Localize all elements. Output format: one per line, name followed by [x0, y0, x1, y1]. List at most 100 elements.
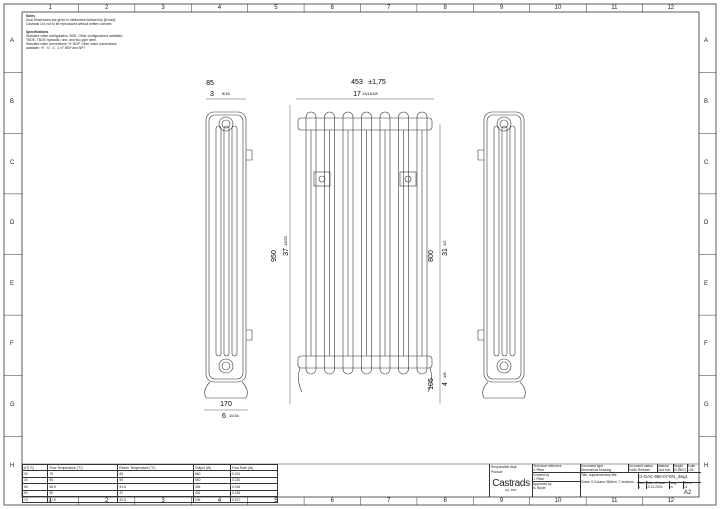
table-cell: 75 [47, 470, 119, 478]
column-label: 3 [161, 5, 165, 11]
lang: en [669, 485, 673, 489]
specs-title: Specifications [26, 30, 49, 34]
column-label: 9 [499, 5, 504, 11]
specs-line: available: ½", ¾", 1", 1-½" BSP and NPT [26, 46, 86, 50]
doc-status: Public Release [628, 468, 650, 472]
paper-size: A2 [684, 490, 692, 496]
rev: A [638, 485, 641, 489]
material: Cast Iron [657, 468, 671, 472]
table-cell: 65 [47, 476, 119, 485]
radiator-section [398, 111, 409, 375]
weight-label: Weight [673, 464, 684, 468]
date: 10.12.2023 [646, 485, 663, 489]
specs-line: Standard valve configuration: BOE. Other… [26, 34, 123, 38]
table-cell: 294 [192, 495, 232, 504]
weight: 33.26KG [673, 468, 687, 472]
column-label: 5 [274, 5, 278, 11]
radiator-section [416, 111, 428, 375]
table-cell: 354 [192, 483, 232, 491]
row-label: A [704, 38, 709, 45]
notes-line: Castrads Ltd, not to be reproduced witho… [26, 22, 112, 26]
row-label: C [10, 159, 15, 166]
column-label: 6 [330, 5, 334, 11]
row-label: H [704, 462, 709, 469]
doc-type-label: Document type [581, 464, 604, 468]
radiator-section [305, 111, 317, 375]
side-view-right [477, 111, 526, 399]
responsible-dept: Product [491, 470, 503, 474]
base-mm: 170 [220, 401, 232, 408]
row-label: F [10, 341, 14, 348]
created-by-label: Created by [533, 473, 550, 477]
row-label: G [10, 402, 15, 409]
table-cell: 47.5 [47, 495, 119, 504]
row-label: B [10, 98, 15, 105]
title-block: Responsible dept. Product Castrads Est. … [489, 464, 701, 497]
column-label: 2 [104, 5, 109, 11]
width-mm: 453 [351, 79, 363, 86]
front-view [297, 111, 433, 393]
width-tol: ±1,75 [368, 79, 386, 86]
row-label: F [704, 341, 708, 348]
column-label: 11 [611, 5, 618, 11]
table-header: Flow Temperature (°C) [47, 463, 119, 472]
row-label: D [704, 220, 709, 227]
column-label: 8 [443, 5, 447, 11]
lang-label: Lang. [669, 481, 678, 485]
centres-mm: 800 [428, 250, 435, 262]
title-label: Title, supplementary title [581, 472, 617, 477]
output-table: ΔT(°C)Flow Temperature (°C)Return Temper… [21, 463, 278, 504]
created-by: J. Pillar [533, 477, 544, 481]
material-label: Material [657, 464, 669, 468]
notes-title: Notes [26, 14, 36, 18]
date-label: Date of issue [646, 481, 666, 485]
column-label: 11 [611, 498, 618, 504]
centres-frac: 1/2 [442, 240, 447, 246]
foot-mm: 105 [428, 378, 435, 390]
base-in: 6 [222, 413, 226, 420]
row-label: G [704, 402, 709, 409]
table-cell: 60 [21, 489, 49, 497]
radiator-section [342, 111, 354, 375]
specs-line: TBOE, TBOE hydraulic, one- and two-pipe … [26, 38, 97, 42]
table-cell: 0.016 [230, 483, 278, 491]
table-cell: 42.5 [117, 495, 194, 504]
height-mm: 950 [271, 250, 278, 262]
approved-by: N. Boyle [533, 486, 546, 490]
drawing-title: Grace II Column 960mm, 7 sections. [581, 479, 635, 484]
notes-block: Notes Dual Dimensions are given in milli… [26, 14, 166, 50]
row-label: E [10, 280, 15, 287]
sheet-label: Sheet [683, 481, 692, 485]
table-cell: 560 [192, 476, 232, 485]
castrads-logo: Castrads [492, 478, 530, 489]
table-cell: 50 [47, 489, 119, 497]
foot-in: 4 [442, 382, 449, 386]
table-cell: 0.021 [230, 470, 278, 478]
row-label: D [10, 220, 15, 227]
row-label: B [704, 98, 709, 105]
column-label: 12 [667, 498, 675, 504]
column-label: 1 [48, 5, 52, 11]
base-frac: 11/16 [229, 413, 239, 418]
table-cell: 58.5 [47, 483, 119, 491]
centres-in: 31 [442, 248, 449, 256]
sheet: 1/1 [683, 485, 688, 489]
tech-ref-label: Technical reference [533, 464, 562, 468]
column-label: 9 [499, 498, 504, 504]
tech-ref: J. Pillar [533, 468, 544, 472]
doc-type: Dimensions Drawing [581, 468, 612, 472]
side-depth-in: 3 [210, 91, 214, 98]
radiator-section [361, 111, 372, 375]
height-frac: 13/32 [283, 235, 288, 246]
column-label: 8 [443, 498, 447, 504]
column-label: 10 [554, 498, 562, 504]
side-view-left [204, 111, 253, 399]
table-cell: 0.016 [230, 489, 278, 497]
table-cell: 0.017 [230, 495, 278, 504]
row-label: E [704, 280, 709, 287]
row-label: H [10, 462, 15, 469]
